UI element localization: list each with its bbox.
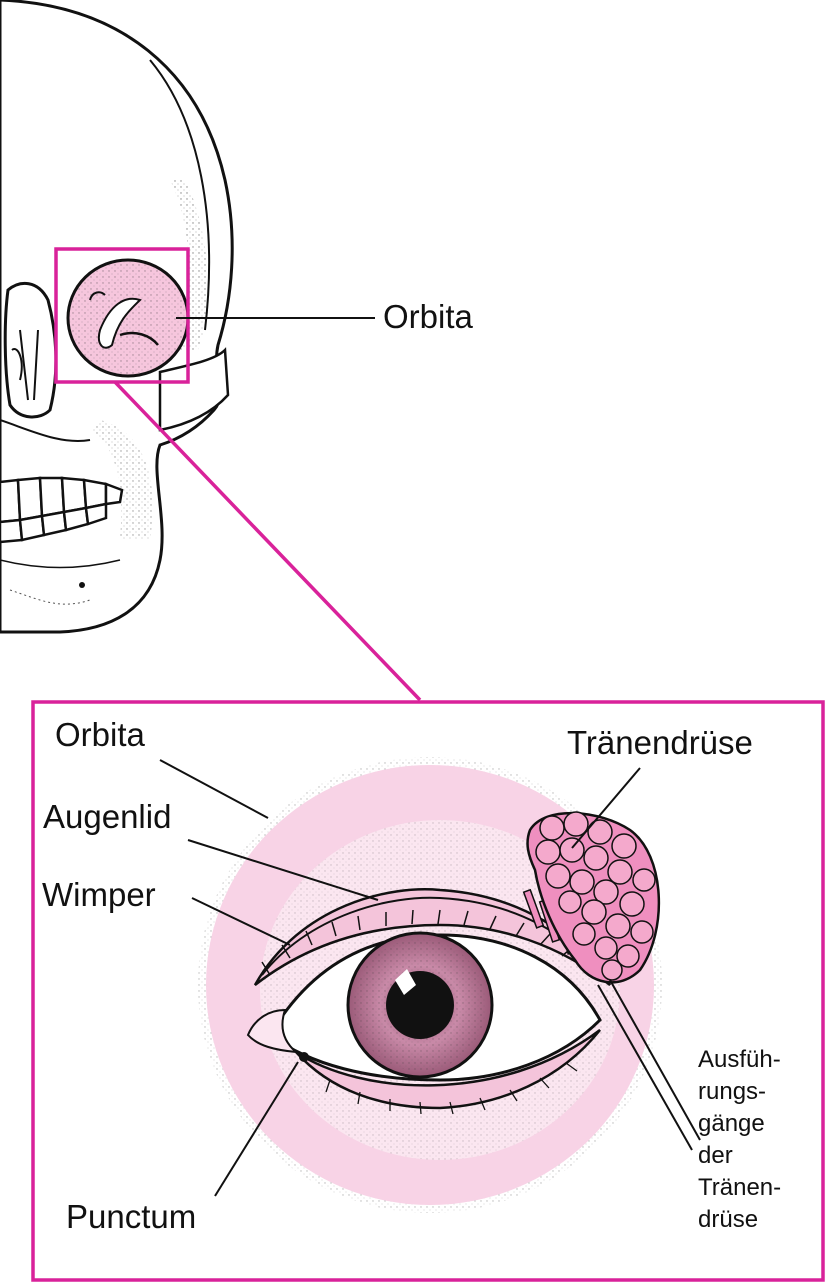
ducts-label-line: gänge bbox=[698, 1110, 765, 1137]
ducts-label: Ausfüh- rungs- gänge der Tränen- drüse bbox=[698, 1044, 781, 1236]
skull-zoom-box bbox=[54, 247, 190, 384]
punctum-label: Punctum bbox=[66, 1198, 197, 1235]
lacrimal-gland-illustration bbox=[522, 811, 661, 984]
ducts-label-line: Ausfüh- bbox=[698, 1046, 781, 1073]
traenendruese-label: Tränendrüse bbox=[567, 724, 753, 761]
skull-illustration bbox=[0, 0, 234, 634]
zoom-connector-line bbox=[113, 380, 422, 702]
ducts-label-line: der bbox=[698, 1142, 733, 1169]
skull-orbit bbox=[66, 258, 190, 378]
wimper-label: Wimper bbox=[42, 876, 156, 913]
eye-leader-lines bbox=[159, 759, 701, 1197]
augenlid-label: Augenlid bbox=[43, 798, 172, 835]
skull-orbita-label: Orbita bbox=[383, 298, 473, 335]
ducts-label-line: Tränen- bbox=[698, 1174, 782, 1201]
ducts-label-line: drüse bbox=[698, 1206, 759, 1233]
ducts-label-line: rungs- bbox=[698, 1078, 767, 1105]
eye-orbita-label: Orbita bbox=[55, 716, 145, 753]
